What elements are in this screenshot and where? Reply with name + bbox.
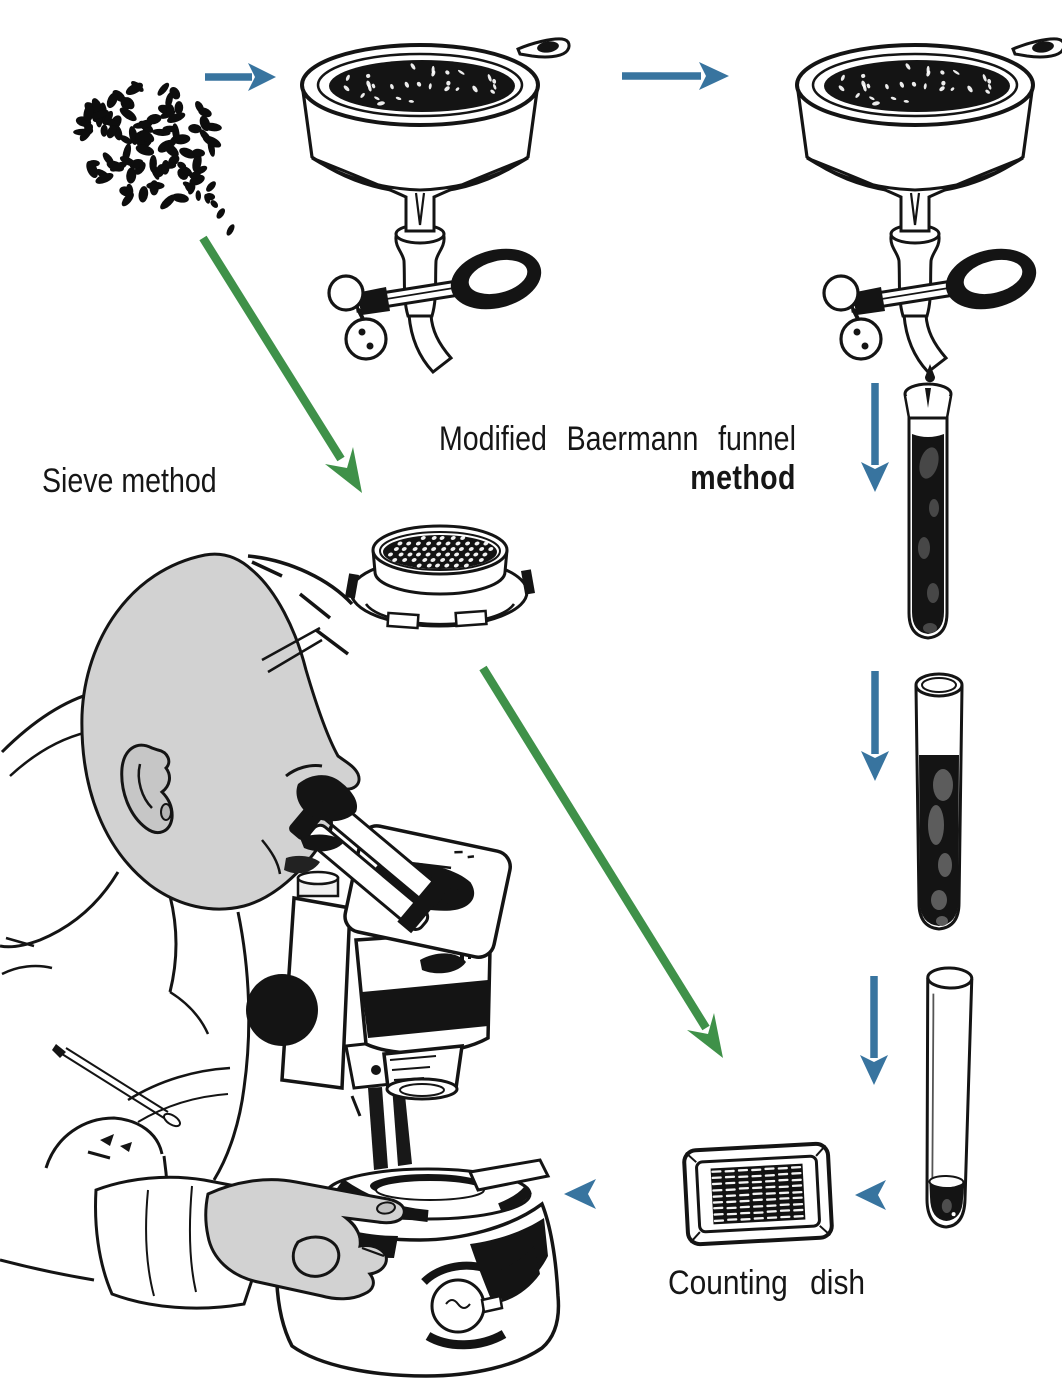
arrow-tube-3-to-counting-dish — [855, 1180, 886, 1210]
fingernail — [376, 1201, 396, 1215]
arm-top-knob — [296, 870, 340, 898]
test-tube-settling-illustration — [914, 672, 964, 931]
pen-tip — [163, 1112, 181, 1128]
baermann-method-label-line2: method — [690, 459, 796, 497]
arrow-soil-to-funnel-1 — [205, 63, 276, 91]
arrow-sieve-to-counting-dish — [479, 665, 723, 1058]
arrow-funnel-1-to-funnel-2 — [622, 62, 729, 90]
falling-drop — [925, 364, 935, 383]
counting-dish-label: Counting dish — [668, 1264, 866, 1302]
slide-tab — [467, 1158, 551, 1192]
ear — [120, 743, 174, 834]
arrow-counting-dish-to-microscope — [564, 1179, 596, 1209]
test-tube-full-illustration — [903, 382, 953, 640]
hair-strokes — [247, 554, 354, 674]
counting-dish-illustration — [682, 1141, 834, 1247]
flow-arrows-blue — [205, 62, 889, 1210]
sieve-illustration — [344, 524, 536, 630]
counting-grid — [710, 1163, 806, 1225]
face-details — [261, 764, 358, 875]
scientist-with-microscope-illustration — [0, 552, 561, 1378]
lamp-bulb — [421, 1246, 540, 1350]
flow-arrows-green — [199, 235, 723, 1058]
hand-on-dish — [94, 1175, 406, 1310]
arrow-funnel-2-to-tube-1 — [861, 383, 889, 492]
baermann-funnel-2-illustration — [797, 39, 1062, 372]
arrow-soil-to-sieve — [199, 235, 362, 493]
arrow-tube-1-to-tube-2 — [861, 671, 889, 781]
focus-knob — [246, 974, 318, 1046]
baermann-method-label: Modified Baermann funnel method — [439, 420, 796, 498]
baermann-funnel-1-illustration — [302, 39, 569, 372]
sieve-mesh — [383, 535, 497, 569]
test-tube-sediment-illustration — [925, 966, 974, 1229]
microscope-body — [354, 930, 492, 1101]
arrow-tube-2-to-tube-3 — [860, 976, 888, 1085]
sieve-method-label: Sieve method — [42, 462, 217, 500]
rack-pole — [368, 1085, 412, 1170]
soil-sample-illustration — [73, 80, 235, 236]
baermann-method-label-line1: Modified Baermann funnel — [439, 420, 796, 458]
thumb — [291, 1235, 341, 1278]
